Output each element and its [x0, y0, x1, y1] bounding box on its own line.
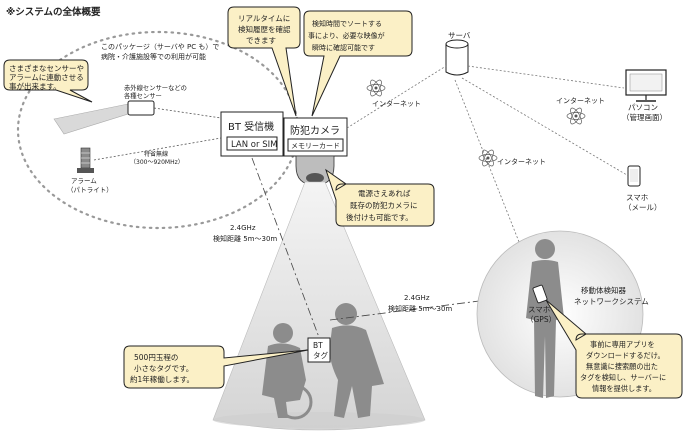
camera-range-distance: 検知距離 5m〜30m	[213, 234, 277, 243]
server-label: サーバ	[448, 31, 471, 40]
lan-sim-label: LAN or SIM	[231, 140, 277, 150]
ir-sensor-icon	[127, 100, 155, 116]
app-callout-line-1: 事前に専用アプリを	[590, 340, 655, 349]
internet-label-3: インターネット	[497, 157, 546, 166]
app-callout-line-2: ダウンロードするだけ。	[586, 351, 665, 360]
camera-range-freq: 2.4GHz	[230, 224, 256, 232]
internet-icon-2	[566, 107, 586, 125]
bt-tag-label-1: BT	[313, 341, 323, 350]
internet-label-1: インターネット	[372, 99, 421, 108]
server-icon	[445, 39, 469, 76]
tag-callout: 500円玉程の 小さなタグです。 約1年稼働します。	[123, 345, 309, 389]
bt-receiver-label: BT 受信機	[228, 120, 274, 133]
package-note-line-2: 病院・介護施設等での利用が可能	[101, 52, 206, 61]
tag-callout-line-1: 500円玉程の	[134, 353, 178, 362]
app-callout-line-4: タグを検知し、サーバーに	[580, 373, 666, 382]
realtime-callout-line-2: 検知履歴を確認	[238, 24, 291, 34]
app-callout: 事前に専用アプリを ダウンロードするだけ。 無意識に捜索願の出た タグを検知し、…	[545, 299, 683, 399]
memory-card-box	[287, 138, 344, 152]
power-callout-line-1: 電源さえあれば	[358, 189, 411, 198]
sensor-to-receiver-link	[153, 107, 222, 119]
sensors-callout-line-2: アラームに連動させる	[9, 72, 84, 82]
smartphone-mail-label-1: スマホ	[626, 193, 648, 202]
power-callout-line-2: 既存の防犯カメラに	[350, 200, 418, 210]
app-callout-line-3: 無意識に捜索願の出た	[586, 362, 658, 371]
phone-range-freq: 2.4GHz	[404, 294, 430, 302]
alarm-label-2: （パトライト）	[67, 186, 113, 194]
sort-callout-line-2: 事により、必要な映像が	[308, 31, 385, 40]
camera-view-floor	[213, 412, 425, 428]
alarm-patlite-icon	[77, 147, 94, 173]
sort-callout-line-1: 検知時間でソートする	[312, 19, 382, 28]
sensors-callout-line-1: さまざまなセンサーや	[9, 63, 84, 73]
mobile-system-label-2: ネットワークシステム	[574, 297, 649, 306]
camera-label: 防犯カメラ	[290, 124, 340, 137]
ir-sensor-beam	[53, 103, 129, 135]
server-to-smartphone-link	[461, 77, 633, 179]
pc-label-1: パソコン	[628, 103, 658, 112]
alarm-label-1: アラーム	[71, 177, 97, 185]
alarm-to-receiver-link	[93, 137, 222, 161]
server-to-pc-link	[467, 65, 625, 89]
mobile-system-label-1: 移動体検知器	[581, 285, 626, 295]
bt-tag-label-2: タグ	[313, 350, 328, 360]
wheelchair-people-silhouette	[262, 303, 384, 420]
pc-label-2: （管理画面）	[622, 112, 667, 122]
camera-to-server-link	[346, 65, 447, 129]
internet-icon-3	[478, 149, 498, 167]
wireless-label-1: 特省無線	[144, 150, 168, 158]
sensors-callout-line-3: 事が出来ます。	[9, 81, 61, 91]
phone-range-distance: 検知距離 5m〜30m	[388, 304, 452, 313]
package-note-line-1: このパッケージ（サーバや PC も）で	[101, 43, 219, 51]
pc-monitor-icon	[625, 69, 667, 102]
tag-callout-line-2: 小さなタグです。	[134, 363, 193, 373]
power-callout: 電源さえあれば 既存の防犯カメラに 後付けも可能です。	[325, 168, 435, 227]
camera-lens-icon	[306, 173, 324, 183]
internet-icon-1	[366, 79, 386, 97]
diagram-title: ※システムの全体概要	[6, 6, 101, 18]
smartphone-gps-label-2: （GPS）	[526, 315, 556, 324]
ir-sensor-label-1: 赤外線センサーなどの	[124, 83, 187, 92]
internet-label-2: インターネット	[556, 96, 605, 105]
lan-sim-box	[226, 136, 278, 151]
sort-callout-line-3: 瞬時に確認可能です	[312, 43, 375, 52]
sensors-callout: さまざまなセンサーや アラームに連動させる 事が出来ます。	[3, 59, 93, 103]
tag-callout-line-3: 約1年稼働します。	[130, 374, 194, 384]
realtime-callout-line-1: リアルタイムに	[238, 14, 290, 23]
smartphone-mail-label-2: （メール）	[624, 203, 662, 212]
ir-sensor-label-2: 各種センサー	[124, 91, 162, 100]
wireless-label-2: （300〜920MHz）	[130, 159, 184, 166]
smartphone-gps-icon	[532, 284, 548, 304]
sort-callout: 検知時間でソートする 事により、必要な映像が 瞬時に確認可能です	[303, 10, 413, 117]
realtime-callout: リアルタイムに 検知履歴を確認 できます	[227, 6, 301, 117]
power-callout-line-3: 後付けも可能です。	[346, 212, 413, 222]
memory-card-label: メモリーカード	[291, 142, 340, 150]
app-callout-line-5: 情報を提供します。	[592, 384, 656, 393]
camera-to-tag-link	[251, 157, 321, 341]
smartphone-mail-icon	[627, 165, 641, 187]
realtime-callout-line-3: できます	[246, 36, 276, 45]
smartphone-gps-label-1: スマホ	[528, 305, 550, 314]
